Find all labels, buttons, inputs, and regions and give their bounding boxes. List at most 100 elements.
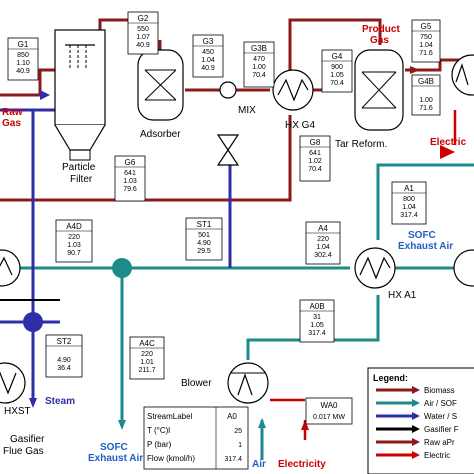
stream-value: 70.4 — [252, 72, 266, 79]
stream-value: 450 — [202, 49, 214, 56]
stream-value: 70.4 — [330, 80, 344, 87]
stream-value: 40.9 — [136, 42, 150, 49]
stream-value: 71.6 — [419, 105, 433, 112]
legend-item-label: Water / S — [424, 412, 457, 421]
stream-value: 70.4 — [308, 166, 322, 173]
stream-value: 1.07 — [136, 34, 150, 41]
legend-item-label: Gasifier F — [424, 425, 459, 434]
stream-value: 1.01 — [140, 359, 154, 366]
product-gas-label: Product Gas — [362, 24, 403, 46]
stream-value: 750 — [420, 34, 432, 41]
legend-item-label: Raw aPr — [424, 438, 455, 447]
legend-row-label: P (bar) — [147, 440, 172, 449]
stream-value: 220 — [317, 236, 329, 243]
stream-value: 71.6 — [419, 50, 433, 57]
stream-value: 1.03 — [123, 178, 137, 185]
stream-label: ST1 — [197, 220, 212, 229]
stream-box-wa0: WA0 0.017 MW — [305, 397, 353, 425]
electricity-top-label: Electric — [430, 137, 467, 148]
stream-label: G8 — [310, 138, 321, 147]
stream-value: 36.4 — [57, 365, 71, 372]
stream-label: G5 — [421, 22, 432, 31]
raw-gas-to-filter — [38, 68, 60, 95]
hx-hxst — [0, 362, 26, 404]
gasifier-flue-gas-label: Gasifier Flue Gas — [3, 434, 47, 457]
stream-value: 317.4 — [308, 330, 326, 337]
stream-label: A4 — [318, 224, 328, 233]
stream-value: 0.017 MW — [313, 414, 345, 421]
stream-label: A4D — [66, 222, 82, 231]
stream-value: 4.90 — [197, 240, 211, 247]
steam-junction — [23, 312, 43, 332]
stream-value: 1.05 — [330, 72, 344, 79]
stream-value: 79.6 — [123, 186, 137, 193]
stream-value: 40.9 — [16, 68, 30, 75]
mix-node — [219, 81, 237, 99]
legend-item-label: Biomass — [424, 386, 455, 395]
legend-item-label: Electric — [424, 451, 450, 460]
stream-value: 40.9 — [201, 65, 215, 72]
bypass-line — [0, 115, 292, 202]
legend-title: Legend: — [373, 373, 408, 383]
stream-label: A4C — [139, 339, 155, 348]
legend-item: Gasifier F — [376, 425, 459, 434]
stream-label: G3B — [251, 44, 267, 53]
hx-g4 — [272, 69, 314, 111]
stream-label: G2 — [138, 14, 149, 23]
blower-label: Blower — [181, 378, 212, 389]
stream-value: 31 — [313, 314, 321, 321]
sofc-exhaust-air-line — [376, 163, 474, 240]
stream-label: ST2 — [57, 337, 72, 346]
sofc-exhaust-air-bottom-label: SOFC Exhaust Air — [88, 442, 143, 464]
stream-value: 1.04 — [201, 57, 215, 64]
stream-value: 211.7 — [139, 367, 156, 374]
stream-value: 641 — [124, 170, 136, 177]
raw-gas-arrow — [40, 90, 50, 100]
stream-label: G4B — [418, 77, 434, 86]
adsorber — [137, 49, 184, 121]
hx-left-mid — [0, 249, 21, 287]
tar-reform-label: Tar Reform. — [335, 139, 387, 150]
legend-row-label: T (°C)l — [147, 426, 170, 435]
legend-row-label: Flow (kmol/h) — [147, 454, 195, 463]
hx-a1-label: HX A1 — [388, 290, 417, 301]
air-label: Air — [252, 459, 266, 470]
legend-row-value: 1 — [238, 442, 242, 449]
stream-value: 1.04 — [316, 244, 330, 251]
stream-label: G6 — [125, 158, 136, 167]
stream-label: WA0 — [320, 401, 338, 410]
legend-item: Biomass — [376, 386, 455, 395]
stream-value: 470 — [253, 56, 265, 63]
stream-value: 220 — [68, 234, 80, 241]
valve — [216, 134, 240, 166]
stream-value: 29.5 — [197, 248, 211, 255]
stream-value: 1.05 — [310, 322, 324, 329]
stream-value: 1.04 — [419, 42, 433, 49]
stream-label: A0B — [309, 302, 324, 311]
legend-item: Raw aPr — [376, 438, 455, 447]
legend-row-label: StreamLabel — [147, 412, 193, 421]
stream-value: 850 — [17, 52, 29, 59]
raw-gas-label-1: Raw — [2, 107, 23, 118]
hx-right-mid — [453, 249, 474, 287]
stream-value: 90.7 — [67, 250, 81, 257]
sofc-exhaust-air-right-label: SOFC Exhaust Air — [398, 230, 453, 252]
hx-g4-label: HX G4 — [285, 120, 315, 131]
stream-value: 1.02 — [308, 158, 322, 165]
stream-label: A1 — [404, 184, 414, 193]
legend-row-value: 25 — [234, 428, 242, 435]
product-gas-line — [405, 58, 474, 72]
